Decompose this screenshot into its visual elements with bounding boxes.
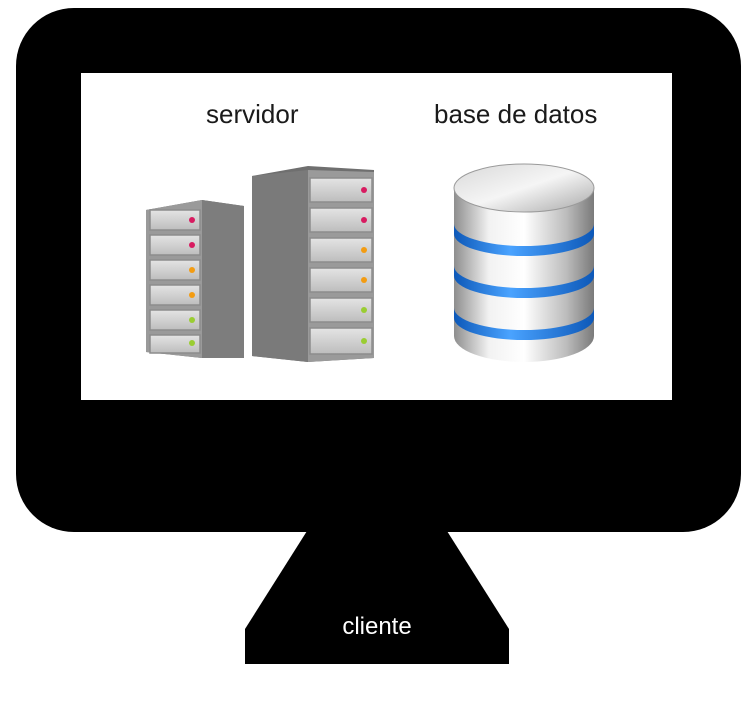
client-label: cliente — [342, 613, 412, 640]
server-label: servidor — [206, 99, 299, 129]
monitor-stand: cliente — [245, 531, 509, 664]
server-rack-icon — [144, 166, 376, 362]
database-label: base de datos — [434, 99, 598, 129]
database-cylinder-icon — [448, 160, 600, 366]
